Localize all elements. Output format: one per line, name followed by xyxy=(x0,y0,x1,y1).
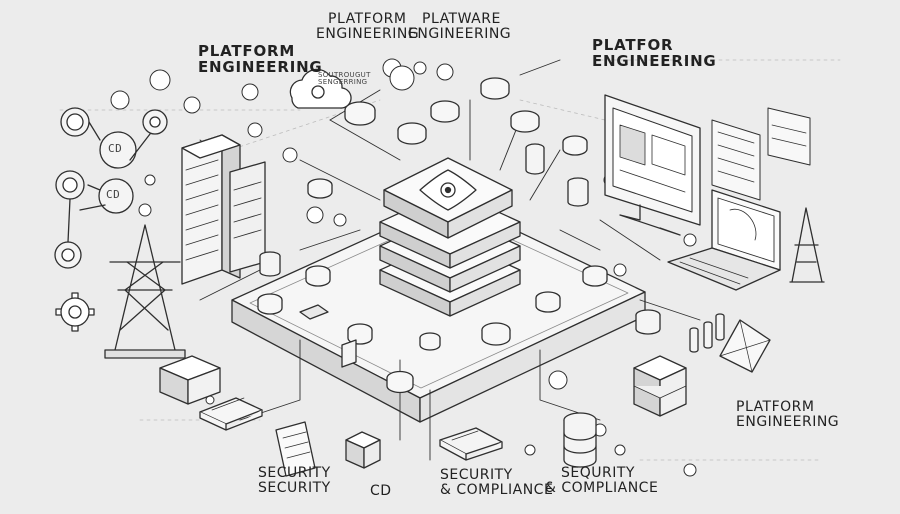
right-info-panels xyxy=(711,107,811,201)
label-line: PLATFOR xyxy=(592,36,674,54)
left-node-network xyxy=(54,107,168,269)
antenna-tower-icon xyxy=(789,207,825,283)
label-line: SECURITY xyxy=(258,465,331,481)
bottom-objects xyxy=(159,304,771,477)
label-line: PLATWARE xyxy=(422,11,501,27)
label-platfor-engineering-top-right: PLATFOR ENGINEERING xyxy=(592,36,717,70)
label-cd-bottom: CD xyxy=(370,483,392,499)
label-line: SENGERRING xyxy=(318,78,368,87)
label-line: ENGINEERING xyxy=(736,413,840,430)
label-cloud-caption: SOUTROUGUT SENGERRING xyxy=(318,71,371,87)
label-platform-engineering-bottom-right: PLATFORM ENGINEERING xyxy=(736,400,839,429)
label-line: SECURITY xyxy=(440,467,513,483)
label-security-compliance-b: SEQURITY & COMPLIANCE xyxy=(545,466,658,495)
node-label-cd-lower: CD xyxy=(106,188,121,201)
cloud-icon xyxy=(289,68,352,109)
label-line: PLATFORM xyxy=(328,11,407,27)
label-line: SOUTROUGUT xyxy=(318,71,371,79)
label-line: ENGINEERING xyxy=(198,57,323,76)
monitor-icon xyxy=(604,94,701,236)
label-line: & COMPLIANCE xyxy=(440,481,554,498)
label-platform-engineering-top-center: PLATFORM ENGINEERING xyxy=(316,12,419,41)
server-rack-icon xyxy=(181,134,266,285)
label-platform-engineering-top-left: PLATFORM ENGINEERING xyxy=(198,42,323,76)
label-platware-engineering: PLATWARE ENGINEERING xyxy=(408,12,511,41)
label-line: SECURITY xyxy=(258,479,331,496)
label-line: ENGINEERING xyxy=(316,25,420,42)
label-line: PLATFORM xyxy=(736,399,815,415)
label-line: SEQURITY xyxy=(561,465,635,481)
upper-nodes xyxy=(307,77,588,199)
label-security-security: SECURITY SECURITY xyxy=(258,466,331,495)
label-line: ENGINEERING xyxy=(592,51,717,70)
small-circle-icons xyxy=(110,58,697,477)
transmission-tower-icon xyxy=(104,224,186,359)
label-security-compliance-a: SECURITY & COMPLIANCE xyxy=(440,468,553,497)
label-line: PLATFORM xyxy=(198,42,296,60)
label-line: & COMPLIANCE xyxy=(545,479,659,496)
laptop-icon xyxy=(667,189,781,291)
label-line: ENGINEERING xyxy=(408,25,512,42)
node-label-cd-upper: CD xyxy=(108,142,123,155)
gear-icon xyxy=(55,292,95,332)
database-icon xyxy=(259,143,661,468)
central-layer-stack xyxy=(379,157,521,317)
